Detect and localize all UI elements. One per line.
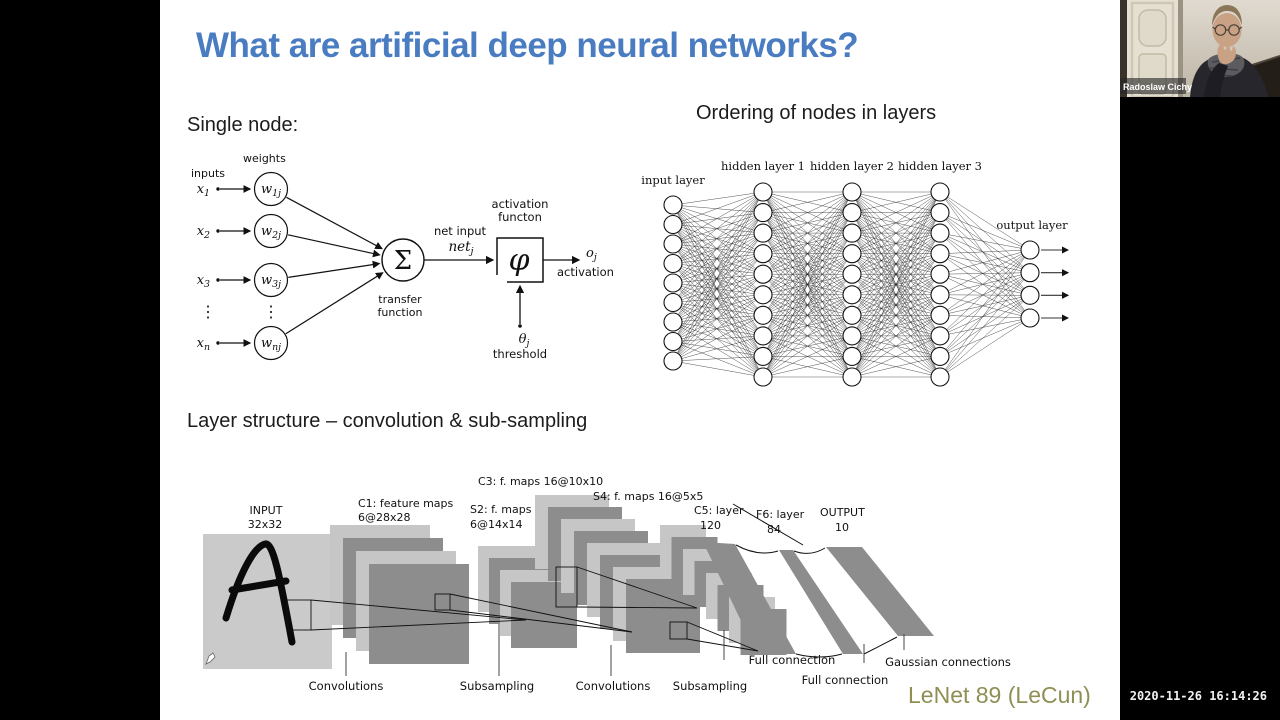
- input-image: [203, 534, 332, 669]
- svg-text:θj: θj: [519, 332, 530, 349]
- svg-text:activation: activation: [557, 265, 614, 279]
- svg-text:C1: feature maps: C1: feature maps: [358, 497, 454, 510]
- network-layer-nodes: [663, 195, 683, 371]
- svg-text:inputs: inputs: [191, 167, 225, 180]
- svg-text:hidden layer 2: hidden layer 2: [810, 159, 894, 173]
- participant-name: Radoslaw Cichy: [1123, 82, 1192, 92]
- svg-text:hidden layer 3: hidden layer 3: [898, 159, 982, 173]
- receptive-field-cones: [286, 566, 759, 652]
- webcam-video: Radoslaw Cichy: [1120, 0, 1280, 97]
- svg-text:10: 10: [835, 521, 849, 534]
- svg-text:120: 120: [700, 519, 721, 532]
- svg-text:threshold: threshold: [493, 347, 547, 361]
- network-layer-nodes: [1020, 240, 1040, 328]
- svg-text:transfer: transfer: [378, 293, 422, 306]
- layer-structure-heading: Layer structure – convolution & sub-samp…: [187, 410, 588, 432]
- svg-text:Subsampling: Subsampling: [673, 679, 747, 693]
- svg-text:84: 84: [767, 523, 781, 536]
- svg-text:C5: layer: C5: layer: [694, 504, 744, 517]
- room-edge: [1120, 0, 1127, 97]
- svg-text:hidden layer 1: hidden layer 1: [721, 159, 805, 173]
- name-tag: Radoslaw Cichy: [1120, 78, 1192, 94]
- connector-curves: [732, 503, 898, 658]
- svg-text:netj: netj: [448, 239, 473, 257]
- letter-A: [222, 540, 296, 646]
- recording-timestamp: 2020-11-26 16:14:26: [1129, 689, 1267, 703]
- presenter-person: [1190, 5, 1268, 97]
- svg-text:Subsampling: Subsampling: [460, 679, 534, 693]
- svg-text:C3: f. maps 16@10x10: C3: f. maps 16@10x10: [478, 475, 603, 488]
- layered-network-diagram: input layer hidden layer 1 hidden layer 2 h…: [641, 159, 1070, 387]
- svg-text:S2: f. maps: S2: f. maps: [470, 503, 532, 516]
- operation-ticks: [345, 624, 905, 676]
- glasses: [1212, 24, 1243, 36]
- svg-text:activation: activation: [492, 197, 549, 211]
- single-node-heading: Single node:: [187, 114, 299, 136]
- slide-title: What are artificial deep neural networks…: [196, 26, 859, 65]
- ordering-heading: Ordering of nodes in layers: [696, 102, 937, 124]
- svg-text:⋮: ⋮: [200, 302, 216, 321]
- svg-text:OUTPUT: OUTPUT: [820, 506, 865, 519]
- feature-map-stack: [330, 525, 469, 664]
- webcam-tile[interactable]: Radoslaw Cichy: [1120, 0, 1280, 97]
- svg-text:INPUT: INPUT: [250, 504, 283, 517]
- svg-text:x1: x1: [197, 182, 210, 199]
- svg-text:xn: xn: [197, 336, 210, 353]
- svg-text:Convolutions: Convolutions: [576, 679, 651, 693]
- svg-text:oj: oj: [586, 246, 597, 263]
- network-edges: [672, 191, 1031, 378]
- svg-text:Gaussian connections: Gaussian connections: [885, 655, 1011, 669]
- svg-text:S4: f. maps 16@5x5: S4: f. maps 16@5x5: [593, 490, 703, 503]
- network-layer-nodes: [753, 182, 773, 387]
- fc-layer-bars: [703, 542, 934, 654]
- svg-text:weights: weights: [243, 152, 286, 165]
- svg-text:input layer: input layer: [641, 173, 705, 187]
- svg-text:φ: φ: [508, 243, 529, 278]
- svg-text:Full connection: Full connection: [802, 673, 889, 687]
- svg-text:Σ: Σ: [394, 246, 412, 276]
- svg-text:Full connection: Full connection: [749, 653, 836, 667]
- output-arrows: [1041, 246, 1070, 322]
- svg-text:x2: x2: [197, 224, 210, 241]
- svg-text:6@14x14: 6@14x14: [470, 518, 523, 531]
- svg-text:net input: net input: [434, 224, 487, 238]
- svg-text:32x32: 32x32: [248, 518, 283, 531]
- pen-cursor-icon: [205, 652, 216, 665]
- feature-map-stack: [478, 546, 577, 648]
- svg-text:Convolutions: Convolutions: [309, 679, 384, 693]
- feature-map-stack: [535, 495, 700, 653]
- network-layer-nodes: [842, 182, 862, 387]
- svg-text:F6: layer: F6: layer: [756, 508, 805, 521]
- svg-text:x3: x3: [197, 273, 210, 290]
- svg-text:function: function: [378, 306, 423, 319]
- svg-text:output layer: output layer: [996, 218, 1068, 232]
- svg-text:functon: functon: [498, 210, 542, 224]
- lenet-credit: LeNet 89 (LeCun): [908, 682, 1091, 708]
- network-layer-nodes: [930, 182, 950, 387]
- svg-text:6@28x28: 6@28x28: [358, 511, 411, 524]
- presentation-slide: What are artificial deep neural networks…: [160, 0, 1120, 720]
- svg-text:⋮: ⋮: [263, 302, 279, 321]
